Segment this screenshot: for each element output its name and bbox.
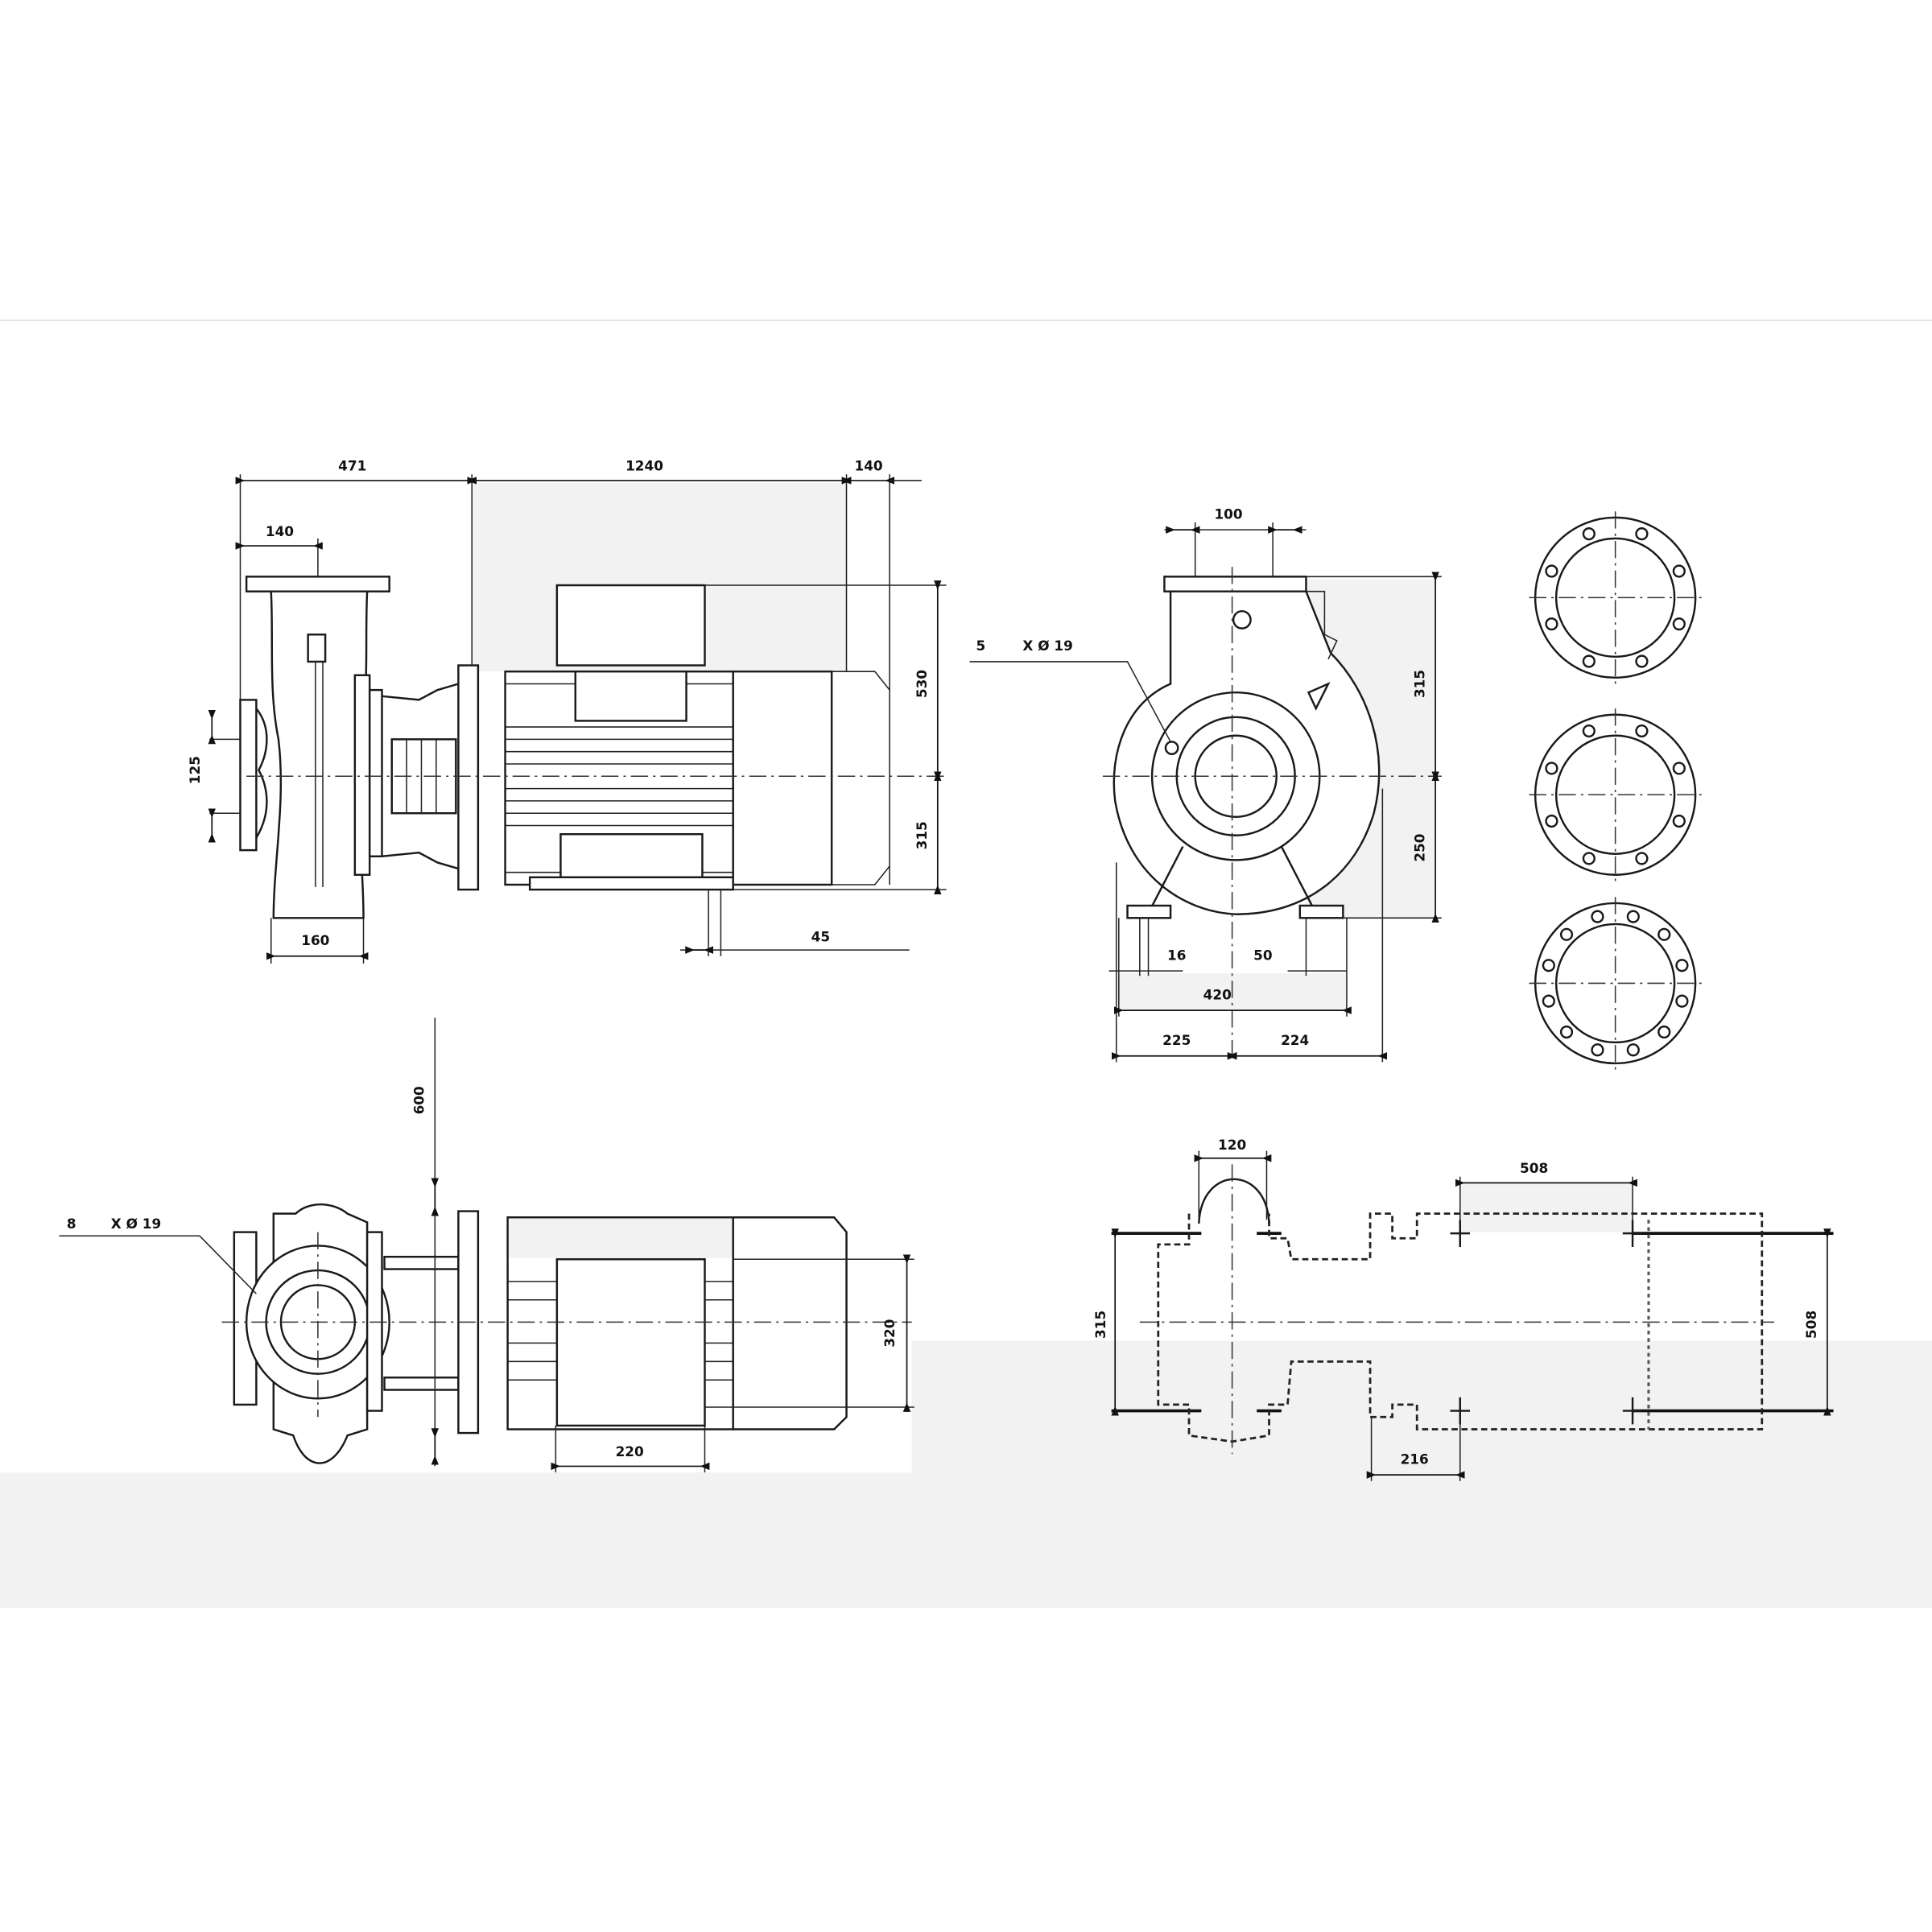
dim-label-600: 600 [411,1086,427,1114]
bolt-hole [1559,1025,1574,1039]
dim-label-471: 471 [338,458,366,474]
bolt-hole [1582,724,1596,738]
bolt-hole [1635,654,1649,668]
dim-label-50: 50 [1253,947,1272,963]
bolt-hole [1675,994,1689,1008]
bolt-hole [1672,617,1686,631]
dim-label-315-base: 315 [1092,1311,1108,1339]
dim-label-508: 508 [1520,1160,1548,1176]
dim-label-120: 120 [1218,1137,1246,1153]
dim-label-125: 125 [187,756,203,784]
dim-label-140: 140 [855,458,883,474]
dim-label-45: 45 [811,928,830,944]
flange-patterns [1529,511,1702,1070]
dim-label-1240: 1240 [625,458,663,474]
bolt-hole [1626,1043,1640,1057]
front-view: 100 315 250 16 50 420 225 224 5 X Ø 19 [969,506,1442,1063]
dim-label-315: 315 [914,821,930,849]
dim-label-220: 220 [616,1443,644,1459]
dim-label-160: 160 [301,932,329,948]
background-band [0,1472,1932,1608]
flange-pattern [1529,511,1702,684]
leader-line [59,1235,257,1294]
bolt-hole [1635,852,1649,865]
terminal-box-top [555,1258,706,1427]
side-view: 471 1240 140 140 125 [187,458,949,964]
bolt-hole [1545,564,1558,578]
terminal-box [555,584,706,667]
flange-hole-spec: X Ø 19 [111,1216,161,1232]
flange-hole-count: 5 [976,638,986,654]
bolt-hole [1582,527,1596,541]
bolt-hole [1591,1043,1604,1057]
dim-label-140-inlet: 140 [266,523,294,539]
volute-casing [1113,590,1381,915]
bolt-hole [1582,852,1596,865]
dim-label-216: 216 [1401,1451,1429,1467]
flange-bore-circle [1554,923,1676,1044]
bolt-hole [1542,959,1555,972]
bolt-hole [1591,910,1604,923]
flange-pattern [1529,708,1702,881]
motor-foot [528,876,734,891]
bolt-hole [1545,814,1558,828]
dim-label-225: 225 [1162,1032,1191,1048]
pump-casing [270,590,369,919]
bolt-hole [1675,959,1689,972]
bolt-hole [1672,564,1686,578]
dim-label-100: 100 [1214,506,1242,522]
bolt-hole [1626,910,1640,923]
dim-label-530: 530 [914,670,930,698]
foundation-view: 315 508 120 508 216 [1092,1137,1834,1481]
fan-cover [732,670,833,886]
flange-bore-circle [1554,734,1676,855]
dim-label-315-front: 315 [1411,670,1427,698]
bolt-hole [1542,994,1555,1008]
bolt-hole [1657,1025,1671,1039]
pump-outline-hidden [1157,1212,1764,1443]
dim-label-250: 250 [1411,833,1427,861]
flange-hole-count: 8 [67,1216,76,1232]
dim-label-224: 224 [1281,1032,1309,1048]
outlet-flange [245,576,390,592]
dim-label-508-right: 508 [1803,1311,1819,1339]
shaded-area [1459,1183,1633,1232]
bolt-hole [1635,724,1649,738]
top-view: 600 320 220 8 X Ø 19 [59,1018,914,1473]
bolt-hole [1672,814,1686,828]
leader-line [969,661,1171,742]
flange-pattern [1529,897,1702,1070]
suction-flange [239,699,258,852]
fan-cover-top [732,1216,848,1430]
bolt-hole [1545,617,1558,631]
dim-label-16: 16 [1167,947,1186,963]
outlet-flange-front [1163,576,1307,592]
bolt-hole [1545,762,1558,775]
flange-hole-spec: X Ø 19 [1022,638,1072,654]
bolt-hole [1559,927,1574,941]
dim-label-320: 320 [881,1319,898,1348]
flange-bore-circle [1554,537,1676,658]
motor-flange [457,664,480,891]
dim-label-420: 420 [1203,986,1232,1002]
bolt-hole [1582,654,1596,668]
bolt-hole [1657,927,1671,941]
bolt-hole [1635,527,1649,541]
bolt-hole [1672,762,1686,775]
